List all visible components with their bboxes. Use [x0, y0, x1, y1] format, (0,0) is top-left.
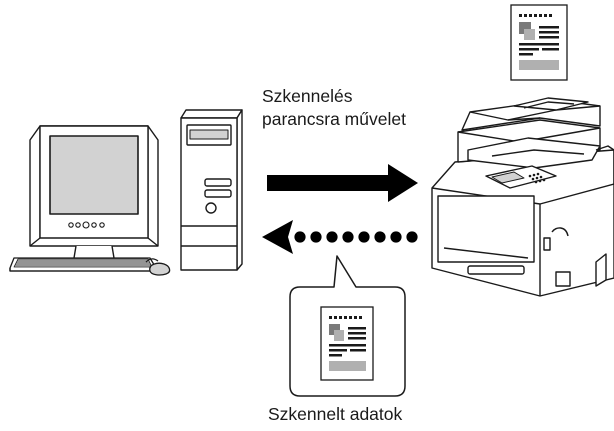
scanned-data-callout [289, 255, 406, 397]
keyboard-icon [9, 257, 157, 272]
scanned-data-arrow [262, 220, 418, 254]
scan-command-arrow [267, 164, 418, 202]
scan-command-line1: Szkennelés [262, 86, 353, 106]
scan-command-line2: parancsra művelet [262, 109, 406, 129]
mouse-icon [145, 258, 171, 276]
scanned-data-label: Szkennelt adatok [268, 404, 403, 424]
scan-command-label: Szkennelés parancsra művelet [262, 85, 406, 131]
multifunction-printer-icon [431, 97, 614, 297]
desktop-computer-icon [29, 125, 159, 267]
document-icon [510, 4, 568, 81]
pc-tower-icon [180, 109, 243, 271]
